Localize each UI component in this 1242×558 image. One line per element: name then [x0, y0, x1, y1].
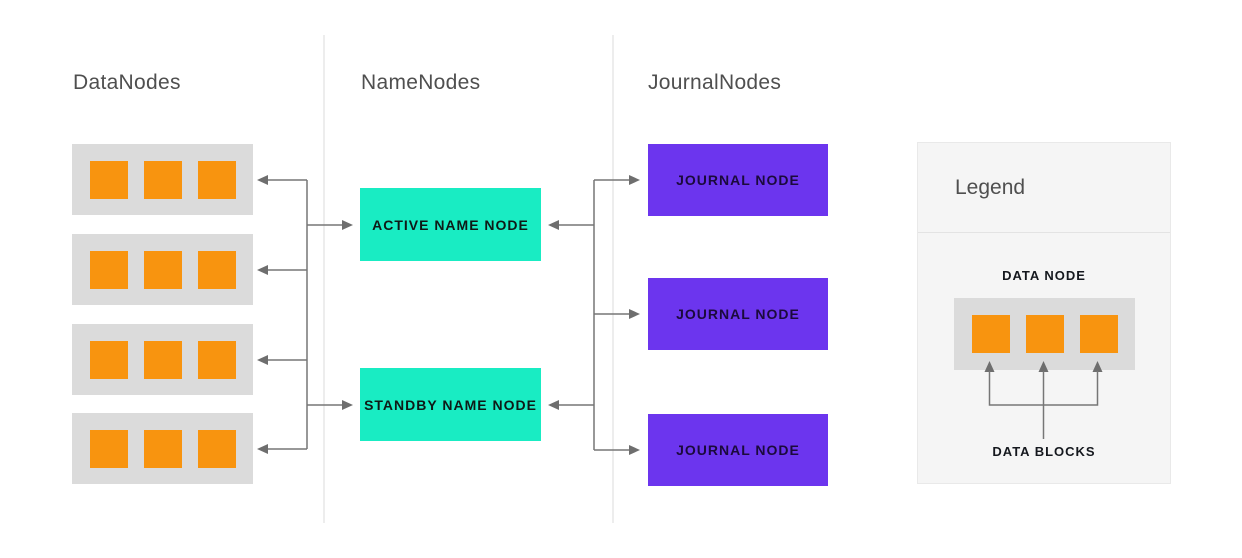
journal-node-label: JOURNAL NODE	[676, 442, 800, 458]
data-block-icon	[971, 315, 1010, 353]
data-block-icon	[197, 340, 236, 379]
journal-node-label: JOURNAL NODE	[676, 172, 800, 188]
active-name-node: ACTIVE NAME NODE	[360, 188, 541, 261]
data-block-icon	[197, 160, 236, 199]
namenode-bus-arrows	[257, 175, 353, 454]
active-name-node-label: ACTIVE NAME NODE	[372, 216, 529, 233]
journal-node-3: JOURNAL NODE	[648, 414, 828, 486]
legend-header: Legend	[918, 143, 1170, 233]
standby-name-node: STANDBY NAME NODE	[360, 368, 541, 441]
data-block-icon	[1079, 315, 1118, 353]
data-block-icon	[143, 250, 182, 289]
column-header-namenodes: NameNodes	[361, 71, 481, 94]
legend-panel: Legend DATA NODE DATA BLOCKS	[917, 142, 1171, 484]
data-block-icon	[89, 160, 128, 199]
data-block-icon	[89, 250, 128, 289]
datanode-2	[72, 234, 253, 305]
datanode-4	[72, 413, 253, 484]
data-block-icon	[197, 429, 236, 468]
journal-node-2: JOURNAL NODE	[648, 278, 828, 350]
column-header-journalnodes: JournalNodes	[648, 71, 782, 94]
journal-node-label: JOURNAL NODE	[676, 306, 800, 322]
journal-bus-arrows	[548, 175, 640, 455]
data-block-icon	[89, 429, 128, 468]
legend-data-node-label: DATA NODE	[1002, 268, 1086, 283]
data-block-icon	[143, 340, 182, 379]
datanode-3	[72, 324, 253, 395]
data-block-icon	[89, 340, 128, 379]
journal-node-1: JOURNAL NODE	[648, 144, 828, 216]
column-divider-right	[612, 35, 614, 523]
legend-title: Legend	[955, 175, 1026, 199]
datanode-1	[72, 144, 253, 215]
data-block-icon	[143, 160, 182, 199]
standby-name-node-label: STANDBY NAME NODE	[364, 396, 537, 413]
legend-data-blocks-label: DATA BLOCKS	[992, 444, 1096, 459]
column-header-datanodes: DataNodes	[73, 71, 181, 94]
data-block-icon	[197, 250, 236, 289]
data-block-icon	[143, 429, 182, 468]
column-divider-left	[323, 35, 325, 523]
legend-datanode	[954, 298, 1135, 370]
data-block-icon	[1025, 315, 1064, 353]
